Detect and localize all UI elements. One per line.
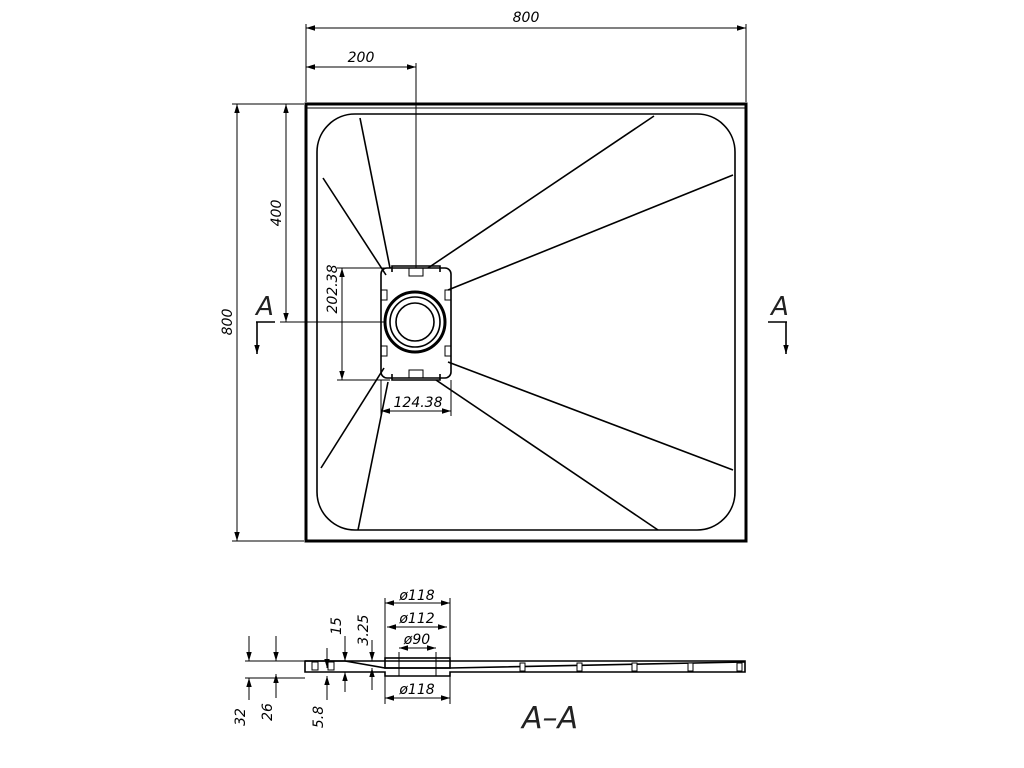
dim-inner-diameter-1: ø112 [387, 611, 447, 630]
dim-outer-diameter-top-label: ø118 [398, 588, 434, 604]
dim-inner-diameter-2-label: ø90 [403, 632, 430, 648]
dim-3-25: 3.25 [356, 614, 375, 690]
drain-assembly [380, 265, 452, 381]
section-marker-right-label: A [769, 292, 789, 322]
drain-inner-ring [389, 296, 441, 348]
dim-inner-diameter-1-label: ø112 [398, 611, 434, 627]
dim-32-label: 32 [233, 708, 249, 726]
dim-overall-width: 800 [305, 10, 747, 102]
section-marker-right: A [768, 292, 789, 354]
dim-outer-diameter-top: ø118 [384, 588, 451, 660]
drain-outer-ring [383, 290, 447, 354]
dim-5-8-label: 5.8 [311, 706, 327, 728]
plan-view: 800 200 800 400 202.38 [220, 10, 789, 543]
section-marker-left-label: A [254, 292, 274, 322]
dim-5-8: 5.8 [311, 648, 330, 728]
dim-15: 15 [329, 617, 348, 692]
dim-3-25-label: 3.25 [356, 614, 372, 645]
dim-15-label: 15 [329, 617, 345, 635]
dim-drain-offset-x: 200 [306, 50, 417, 268]
dim-26: 26 [260, 636, 279, 721]
dim-overall-width-label: 800 [513, 10, 540, 26]
dim-overall-height-label: 800 [220, 309, 236, 336]
dim-drain-box-height-label: 202.38 [325, 264, 341, 313]
dim-drain-box-width-label: 124.38 [394, 395, 443, 411]
slope-lines [320, 115, 734, 531]
drain-hole [395, 302, 435, 342]
dim-drain-offset-y: 400 [269, 104, 385, 323]
dim-drain-box-height: 202.38 [325, 264, 390, 381]
section-marker-left: A [254, 292, 275, 354]
dim-drain-box-width: 124.38 [380, 380, 452, 416]
section-title: A–A [520, 701, 578, 736]
dim-outer-diameter-bottom: ø118 [384, 676, 451, 704]
dim-outer-diameter-bottom-label: ø118 [398, 682, 434, 698]
dim-26-label: 26 [260, 703, 276, 721]
dim-drain-offset-x-label: 200 [348, 50, 375, 66]
dim-overall-height: 800 [220, 103, 304, 542]
section-view: ø118 ø112 ø90 ø118 15 3.25 [233, 588, 746, 736]
dim-inner-diameter-2: ø90 [399, 632, 436, 651]
dim-drain-offset-y-label: 400 [269, 200, 285, 227]
section-profile [304, 652, 746, 677]
